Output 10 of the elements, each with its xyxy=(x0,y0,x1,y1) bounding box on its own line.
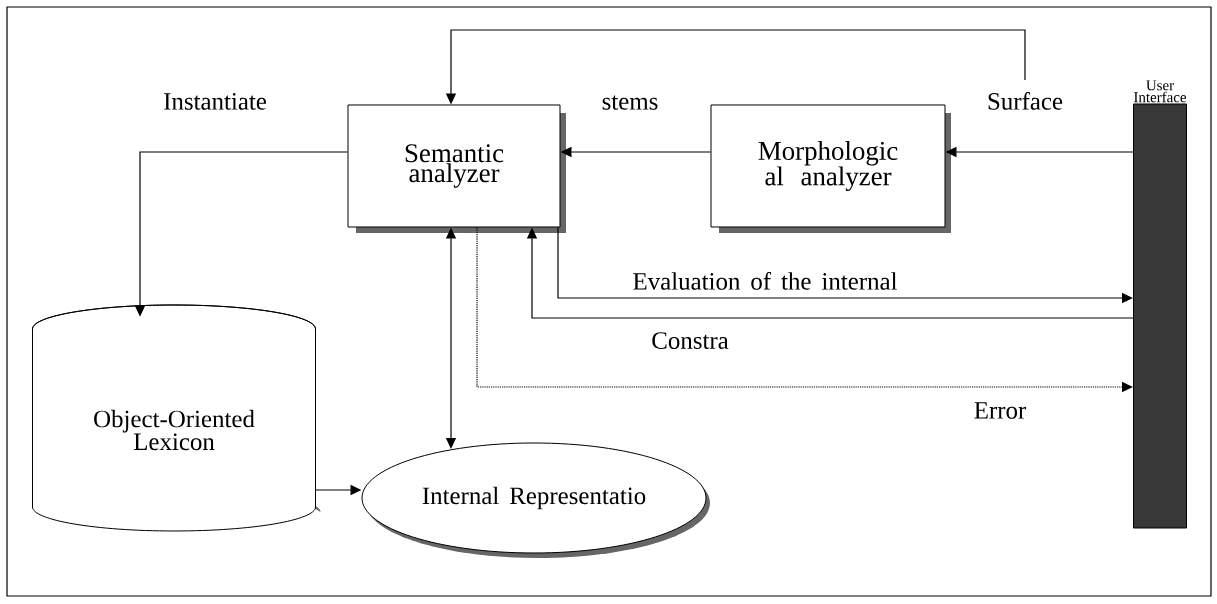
bar-heading: User Interface xyxy=(1134,80,1187,103)
edge-label: Error xyxy=(974,402,1027,419)
edge-label: Evaluation of the internal xyxy=(633,272,898,290)
process-box: Morphologic al analyzer xyxy=(710,104,951,233)
edge-label: stems xyxy=(602,95,658,110)
edge-label: Instantiate xyxy=(164,93,267,110)
edge-label: Surface xyxy=(988,92,1063,110)
database-cylinder: Object-Oriented Lexicon xyxy=(32,304,321,532)
process-box: Semantic analyzer xyxy=(347,104,566,233)
edge-label: Constra xyxy=(652,332,729,349)
